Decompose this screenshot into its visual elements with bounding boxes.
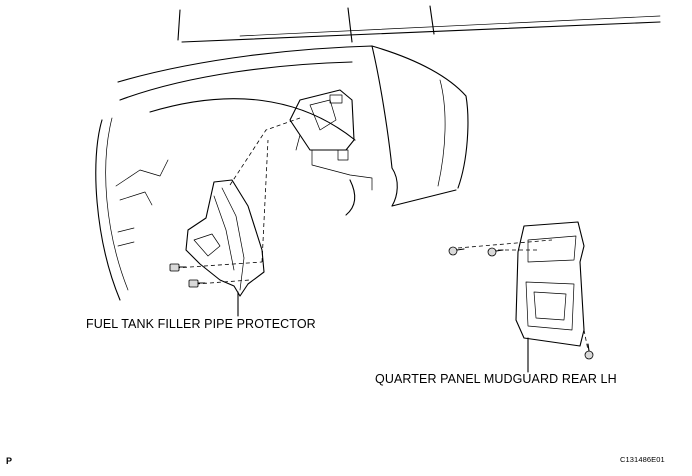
fuel-filler-cap-detail (309, 99, 337, 131)
wheel-arch-left-inner (105, 117, 129, 291)
quarter-panel-upper (117, 45, 393, 169)
body-roof-line (181, 21, 661, 43)
hub-sketch-3 (117, 227, 135, 247)
page-marker: P (6, 456, 13, 466)
protector-clip-upper (169, 263, 187, 272)
figure-code: C131486E01 (620, 455, 665, 464)
mudguard-body (515, 221, 585, 347)
vehicle-body (95, 5, 661, 301)
protector-align-right (261, 139, 269, 263)
protector-align-bolt1 (175, 261, 263, 269)
wheel-arch-top (149, 98, 356, 141)
label-fuel-tank-filler-pipe-protector: FUEL TANK FILLER PIPE PROTECTOR (86, 317, 316, 331)
bumper-inner-line (437, 79, 446, 187)
bumper-lower-edge (391, 167, 398, 207)
label-quarter-panel-mudguard-rear-lh: QUARTER PANEL MUDGUARD REAR LH (375, 372, 617, 386)
filler-clip-box-lower (337, 149, 349, 161)
bumper-corner (371, 45, 469, 189)
protector-rib-1 (221, 187, 245, 291)
body-pillar-right (429, 5, 435, 35)
mudguard-align-bolt3 (583, 329, 589, 351)
bumper-bottom (391, 189, 457, 207)
fuel-filler-bracket (295, 134, 373, 191)
body-pillar-left (177, 9, 181, 41)
mudguard-bolt-3 (584, 343, 594, 360)
wheel-arch-left (95, 119, 121, 301)
mudguard-align-bolt1 (457, 239, 553, 249)
quarter-panel-mudguard-part (448, 221, 594, 373)
fuel-tank-filler-pipe-protector-part (169, 117, 301, 317)
mudguard-bolt-2 (487, 247, 504, 257)
mudguard-bolt-1 (448, 246, 465, 256)
wheel-arch-rear (345, 179, 356, 216)
fuel-filler-neck-area (289, 89, 355, 151)
protector-pocket (193, 233, 221, 257)
hub-sketch-2 (119, 191, 153, 206)
protector-body (185, 179, 265, 297)
body-roof-line-inner (239, 15, 661, 37)
filler-clip-box (329, 94, 343, 104)
protector-clip-lower (188, 279, 206, 288)
protector-align-upper (229, 117, 301, 186)
mudguard-flap-panel (525, 281, 575, 331)
quarter-panel-crease (119, 61, 353, 101)
mudguard-flap-inner (533, 291, 567, 321)
mudguard-top-flange (527, 235, 577, 263)
protector-rib-2 (213, 195, 235, 271)
hub-sketch-1 (115, 159, 169, 187)
body-pillar-center (347, 7, 353, 43)
